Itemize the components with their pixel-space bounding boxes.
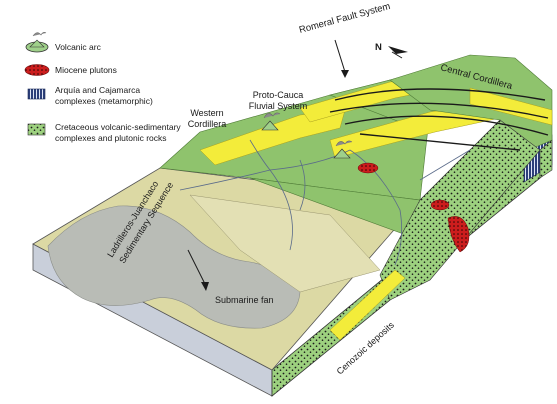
escarpment-stipple xyxy=(379,119,541,301)
volcano-icon-map-2 xyxy=(333,140,353,159)
fan-arrow-head xyxy=(201,282,209,291)
submarine-fan-label: Submarine fan xyxy=(215,295,274,305)
western-cordillera-label-1: Western xyxy=(190,108,223,118)
legend-label-arquia-line1: Arquía and Cajamarca xyxy=(55,85,140,95)
legend-label-arquia-line2: complexes (metamorphic) xyxy=(55,96,153,106)
volcano-icon xyxy=(25,32,49,53)
pluton-2 xyxy=(430,199,450,211)
lowland-strip xyxy=(189,194,381,293)
metamorphic-swatch xyxy=(27,88,46,100)
legend-label-cretaceous-line1: Cretaceous volcanic-sedimentary xyxy=(55,122,181,132)
north-arrow: N xyxy=(375,42,408,59)
legend-label-miocene-plutons: Miocene plutons xyxy=(55,65,117,75)
submarine-fan xyxy=(47,205,301,329)
right-end-stipple xyxy=(539,139,553,179)
western-cordillera-label-2: Cordillera xyxy=(188,119,227,129)
pluton-swatch xyxy=(24,64,50,76)
legend: Volcanic arc Miocene plutons Arquía and … xyxy=(24,32,181,143)
cenozoic-wedge xyxy=(329,269,406,341)
drainage-network xyxy=(179,139,471,266)
north-label: N xyxy=(375,42,382,53)
proto-cauca-label-1: Proto-Cauca xyxy=(253,90,304,100)
yellow-band-east xyxy=(469,87,553,126)
proto-cauca-label-2: Fluvial System xyxy=(249,101,308,111)
pluton-3 xyxy=(447,216,470,253)
cretaceous-swatch xyxy=(27,123,46,136)
romeral-arrow-head xyxy=(341,70,349,78)
romeral-fault-lines xyxy=(329,88,549,151)
legend-label-cretaceous-line2: complexes and plutonic rocks xyxy=(55,133,167,143)
romeral-fault-label: Romeral Fault System xyxy=(298,1,392,36)
pluton-1 xyxy=(357,162,379,174)
fan-arrow-shaft xyxy=(187,249,206,285)
legend-label-volcanic-arc: Volcanic arc xyxy=(55,42,102,52)
volcano-icon-map-1 xyxy=(261,112,281,131)
romeral-arrow-shaft xyxy=(334,39,346,73)
yellow-band-west xyxy=(199,109,346,166)
